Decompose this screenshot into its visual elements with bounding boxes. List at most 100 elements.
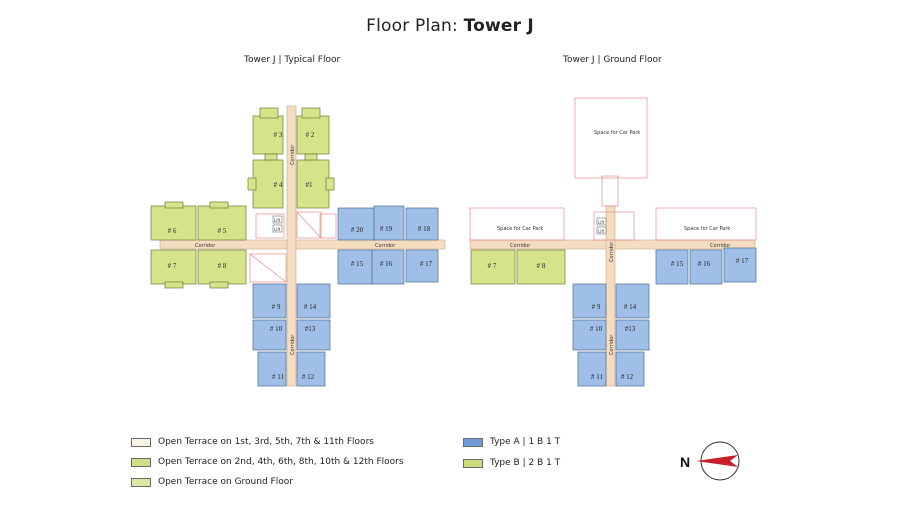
compass-north-label: N [680,454,690,470]
wing-east [337,205,439,285]
lift-1 [272,215,283,224]
ground-unit-17 [723,247,757,283]
label-unit-10: # 10 [270,325,283,333]
unit-10 [252,319,287,351]
legend-terrace-even: Open Terrace on 2nd, 4th, 6th, 8th, 10th… [131,457,404,467]
ground-unit-10 [572,319,607,351]
ground-floor-plan [469,97,757,387]
unit-11 [257,351,287,387]
legend-type-a: Type A | 1 B 1 T [463,437,560,447]
corridor-label-west: Corridor [195,243,216,249]
ground-unit-15 [655,249,689,285]
legend-swatch-terrace-ground [131,477,151,487]
label-unit-1: #1 [306,181,314,189]
legend-type-b: Type B | 2 B 1 T [463,458,560,468]
label-unit-2: # 2 [306,131,315,139]
ground-unit-12 [615,351,645,387]
typical-floor-heading: Tower J | Typical Floor [244,55,341,65]
lift-label-1: Lift [274,218,281,223]
typical-floor-plan [150,105,446,387]
label-ground-unit-7: # 7 [488,262,497,270]
label-unit-11: # 11 [272,373,284,381]
duct-4 [264,153,278,161]
ground-corridor-label-south: Corridor [609,334,615,355]
lift-lobby [255,213,285,239]
title-tower-name: Tower J [463,16,534,36]
terrace-5 [209,201,229,209]
legend-label-type-b: Type B | 2 B 1 T [490,458,561,468]
car-parks [469,97,757,241]
legend-terrace-ground: Open Terrace on Ground Floor [131,477,293,487]
unit-13 [296,319,331,351]
typical-core [249,211,337,283]
corridor-label-south: Corridor [290,334,296,355]
unit-16 [371,249,405,285]
label-ground-unit-15: # 15 [671,260,684,268]
staircase-north [296,211,322,239]
legend-label-terrace-even: Open Terrace on 2nd, 4th, 6th, 8th, 10th… [158,457,404,467]
label-ground-unit-8: # 8 [537,262,546,270]
corridor-labels: Corridor Corridor Corridor Corridor Corr… [195,130,731,355]
label-unit-5: # 5 [218,227,227,235]
ramp [601,175,619,207]
ground-unit-16 [689,249,723,285]
label-unit-9: # 9 [272,303,281,311]
north-compass: N [680,441,740,481]
terrace-2 [301,107,321,119]
staircase-south [249,253,287,283]
label-ground-unit-13: #13 [625,325,636,333]
balcony-4 [247,177,257,191]
label-unit-12: # 12 [302,373,315,381]
legend-swatch-type-b [463,458,483,468]
stair-diagonal-2 [249,253,287,283]
ground-corridor-vertical [605,205,616,387]
unit-7 [150,249,197,285]
ground-unit-7 [470,249,516,285]
label-unit-6: # 6 [168,227,177,235]
corridor-label-north: Corridor [290,144,296,165]
label-unit-20: # 20 [351,226,364,234]
label-unit-19: # 19 [380,225,393,233]
ground-core [593,211,635,241]
legend-label-terrace-odd: Open Terrace on 1st, 3rd, 5th, 7th & 11t… [158,437,374,447]
ground-unit-8 [516,249,566,285]
unit-5 [197,205,247,241]
label-unit-8: # 8 [218,262,227,270]
ground-unit-11 [577,351,607,387]
wing-north [247,107,335,209]
label-unit-13: #13 [305,325,316,333]
unit-1 [296,159,330,209]
floor-plans: # 3 # 2 # 4 #1 # 6 # 5 # 7 # 8 # 20 # 19… [150,97,757,387]
unit-2 [296,115,330,155]
car-park-west [469,207,565,241]
car-park-label-west: Space for Car Park [497,226,543,232]
legend-label-terrace-ground: Open Terrace on Ground Floor [158,477,293,487]
unit-20 [337,207,375,241]
car-park-east [655,207,757,241]
compass-needle-icon [696,455,738,467]
label-ground-unit-11: # 11 [591,373,603,381]
title-prefix: Floor Plan: [366,16,464,36]
terrace-8 [209,281,229,289]
ground-corridor-label-west: Corridor [510,243,531,249]
unit-6 [150,205,197,241]
label-unit-7: # 7 [168,262,177,270]
label-ground-unit-9: # 9 [592,303,601,311]
terrace-6 [164,201,184,209]
label-unit-17: # 17 [420,260,433,268]
wing-south [252,283,331,387]
unit-17 [405,249,439,283]
ground-floor-heading: Tower J | Ground Floor [563,55,662,65]
lift-label-2: Lift [274,227,281,232]
unit-8 [197,249,247,285]
legend-terrace-odd: Open Terrace on 1st, 3rd, 5th, 7th & 11t… [131,437,374,447]
unit-19 [373,205,405,241]
legend-swatch-terrace-even [131,457,151,467]
label-ground-unit-14: # 14 [624,303,637,311]
unit-18 [405,207,439,241]
ground-lift-label-2: Lift [598,229,605,234]
corridor-label-east: Corridor [375,243,396,249]
ground-corridor-label-north: Corridor [609,241,615,262]
corridor-vertical [286,105,297,387]
ground-lift-label-1: Lift [598,220,605,225]
